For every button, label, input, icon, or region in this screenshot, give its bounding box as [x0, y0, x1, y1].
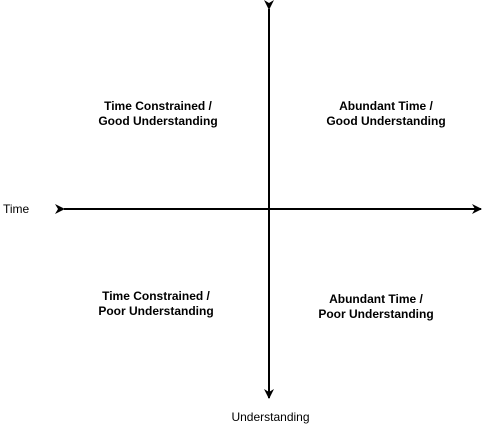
quadrant-bottom-right-line1: Abundant Time / [329, 292, 423, 306]
quadrant-bottom-right-line2: Poor Understanding [318, 307, 434, 321]
quadrant-top-right-line2: Good Understanding [326, 114, 446, 128]
quadrant-bottom-left-line2: Poor Understanding [98, 304, 214, 318]
quadrant-bottom-right-label: Abundant Time / Poor Understanding [276, 292, 476, 322]
quadrant-top-left-line1: Time Constrained / [104, 99, 212, 113]
quadrant-top-left-line2: Good Understanding [98, 114, 218, 128]
quadrant-bottom-left-line1: Time Constrained / [102, 289, 210, 303]
horizontal-axis-label: Time [3, 202, 30, 216]
vertical-axis-label: Understanding [231, 410, 310, 424]
quadrant-top-left-label: Time Constrained / Good Understanding [58, 99, 258, 129]
quadrant-bottom-left-label: Time Constrained / Poor Understanding [56, 289, 256, 319]
quadrant-top-right-label: Abundant Time / Good Understanding [286, 99, 486, 129]
quadrant-top-right-line1: Abundant Time / [339, 99, 433, 113]
